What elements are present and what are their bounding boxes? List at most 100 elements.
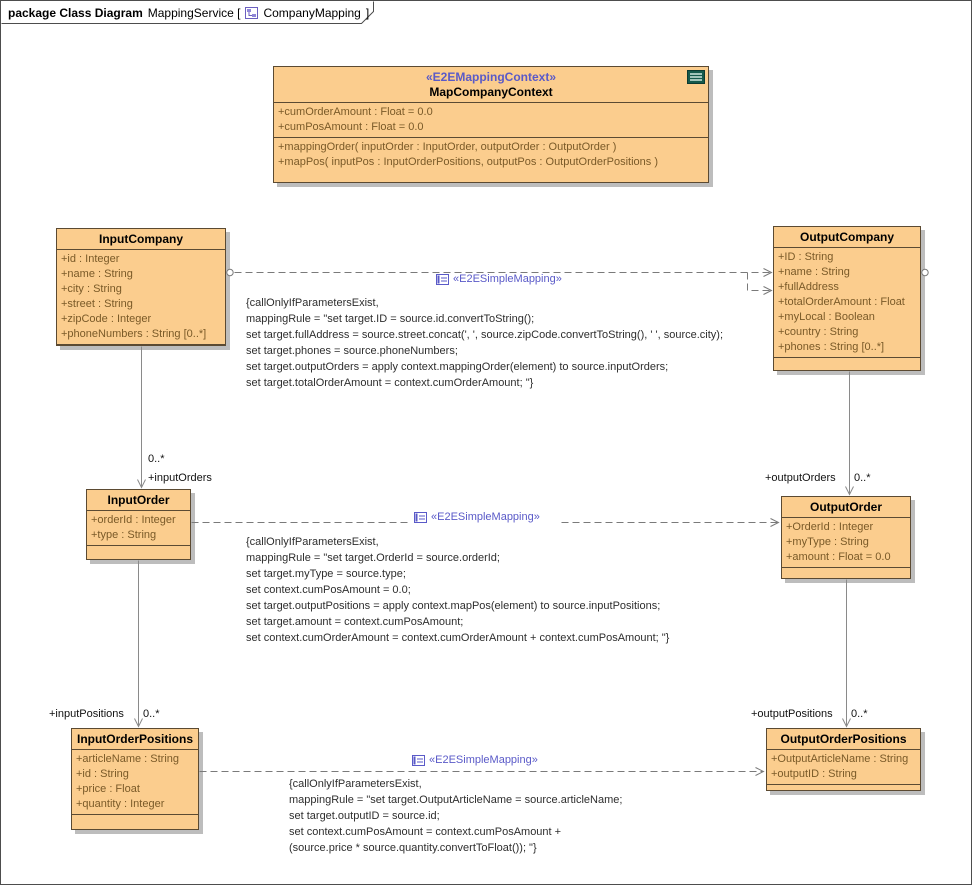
- attribute-row: +articleName : String: [76, 753, 180, 765]
- frame-keyword: package Class Diagram: [8, 5, 143, 20]
- attribute-row: +orderId : Integer: [91, 514, 176, 526]
- attributes-compartment: +articleName : String +id : String +pric…: [72, 749, 198, 814]
- composite-structure-icon[interactable]: [687, 70, 705, 84]
- dependency-label-positions-mapping[interactable]: «E2ESimpleMapping»: [412, 754, 538, 766]
- operation-row: +mapPos( inputPos : InputOrderPositions,…: [278, 156, 658, 168]
- multiplicity-label: 0..*: [851, 708, 868, 720]
- attribute-row: +fullAddress: [778, 281, 839, 293]
- attribute-row: +OutputArticleName : String: [771, 753, 909, 765]
- operations-compartment-empty: [72, 814, 198, 829]
- class-name: InputCompany: [99, 232, 183, 246]
- role-label: +outputPositions: [751, 708, 833, 720]
- role-label: +inputOrders: [148, 472, 212, 484]
- class-box-mapcompanycontext[interactable]: «E2EMappingContext» MapCompanyContext +c…: [273, 66, 709, 183]
- attributes-compartment: +ID : String +name : String +fullAddress…: [774, 247, 920, 357]
- arrowhead-right-icon: [763, 286, 773, 295]
- arrowhead-down-icon: [134, 718, 143, 728]
- stereotype-text: «E2ESimpleMapping»: [453, 273, 562, 285]
- role-label: +outputOrders: [765, 472, 836, 484]
- attribute-row: +phones : String [0..*]: [778, 341, 885, 353]
- dependency-label-order-mapping[interactable]: «E2ESimpleMapping»: [414, 511, 540, 523]
- class-box-inputorderpositions[interactable]: InputOrderPositions +articleName : Strin…: [71, 728, 199, 830]
- attribute-row: +amount : Float = 0.0: [786, 551, 891, 563]
- mapping-icon: [412, 754, 425, 766]
- attribute-row: +id : String: [76, 768, 129, 780]
- attribute-row: +price : Float: [76, 783, 140, 795]
- arrowhead-right-icon: [770, 518, 780, 527]
- operations-compartment-empty: [87, 545, 190, 559]
- role-label: +inputPositions: [49, 708, 124, 720]
- class-name: OutputOrderPositions: [780, 732, 907, 746]
- multiplicity-label: 0..*: [854, 472, 871, 484]
- attributes-compartment: +OrderId : Integer +myType : String +amo…: [782, 517, 910, 567]
- class-name: OutputOrder: [810, 500, 882, 514]
- operations-compartment-empty: [774, 357, 920, 370]
- constraint-line: {callOnlyIfParametersExist,: [246, 536, 379, 548]
- constraint-line: set target.fullAddress = source.street.c…: [246, 329, 724, 341]
- diagram-icon: [245, 6, 259, 19]
- stereotype-text: «E2ESimpleMapping»: [429, 754, 538, 766]
- stereotype-label: «E2EMappingContext»: [425, 70, 557, 84]
- attribute-row: +city : String: [61, 283, 122, 295]
- constraint-line: mappingRule = "set target.ID = source.id…: [246, 313, 535, 325]
- frame-close-bracket: ]: [365, 5, 370, 20]
- arrowhead-down-icon: [842, 718, 851, 728]
- attribute-row: +totalOrderAmount : Float: [778, 296, 905, 308]
- constraint-line: set context.cumPosAmount = 0.0;: [246, 584, 411, 596]
- attribute-row: +cumPosAmount : Float = 0.0: [278, 121, 424, 133]
- dependency-label-company-mapping[interactable]: «E2ESimpleMapping»: [436, 273, 562, 285]
- constraint-line: set context.cumPosAmount = context.cumPo…: [289, 826, 562, 838]
- constraint-line: set target.amount = context.cumPosAmount…: [246, 616, 464, 628]
- operation-row: +mappingOrder( inputOrder : InputOrder, …: [278, 141, 617, 153]
- class-box-outputorder[interactable]: OutputOrder +OrderId : Integer +myType :…: [781, 496, 911, 579]
- attribute-row: +ID : String: [778, 251, 834, 263]
- class-box-inputorder[interactable]: InputOrder +orderId : Integer +type : St…: [86, 489, 191, 560]
- constraint-line: set target.myType = source.type;: [246, 568, 406, 580]
- multiplicity-label: 0..*: [143, 708, 160, 720]
- constraint-line: {callOnlyIfParametersExist,: [246, 297, 379, 309]
- class-box-outputorderpositions[interactable]: OutputOrderPositions +OutputArticleName …: [766, 728, 921, 791]
- class-name: InputOrder: [107, 493, 170, 507]
- attribute-row: +outputID : String: [771, 768, 857, 780]
- constraint-line: set target.phones = source.phoneNumbers;: [246, 345, 458, 357]
- class-header: InputOrder: [87, 490, 190, 510]
- constraint-line: set context.cumOrderAmount = context.cum…: [246, 632, 670, 644]
- constraint-line: set target.outputPositions = apply conte…: [246, 600, 661, 612]
- attributes-compartment: +id : Integer +name : String +city : Str…: [57, 249, 225, 344]
- mapping-icon: [414, 511, 427, 523]
- frame-package-name: MappingService [: [147, 5, 241, 20]
- class-header: OutputCompany: [774, 227, 920, 247]
- arrowhead-right-icon: [763, 268, 773, 277]
- class-name: OutputCompany: [800, 230, 894, 244]
- attributes-compartment: +OutputArticleName : String +outputID : …: [767, 749, 920, 784]
- operations-compartment-empty: [57, 344, 225, 345]
- operations-compartment-empty: [782, 567, 910, 578]
- arrowhead-down-icon: [845, 486, 854, 496]
- arrowhead-down-icon: [137, 479, 146, 489]
- mapping-icon: [436, 273, 449, 285]
- mapping-constraint-company: {callOnlyIfParametersExist, mappingRule …: [246, 295, 723, 391]
- attribute-row: +type : String: [91, 529, 157, 541]
- attribute-row: +cumOrderAmount : Float = 0.0: [278, 106, 433, 118]
- mapping-constraint-order: {callOnlyIfParametersExist, mappingRule …: [246, 534, 669, 646]
- stereotype-text: «E2ESimpleMapping»: [431, 511, 540, 523]
- attribute-row: +quantity : Integer: [76, 798, 165, 810]
- constraint-line: set target.totalOrderAmount = context.cu…: [246, 377, 534, 389]
- class-header: OutputOrderPositions: [767, 729, 920, 749]
- attributes-compartment: +orderId : Integer +type : String: [87, 510, 190, 545]
- class-header: OutputOrder: [782, 497, 910, 517]
- class-box-outputcompany[interactable]: OutputCompany +ID : String +name : Strin…: [773, 226, 921, 371]
- attribute-row: +street : String: [61, 298, 133, 310]
- attribute-row: +id : Integer: [61, 253, 120, 265]
- constraint-line: {callOnlyIfParametersExist,: [289, 778, 422, 790]
- constraint-line: set target.outputID = source.id;: [289, 810, 440, 822]
- class-header: InputCompany: [57, 229, 225, 249]
- constraint-line: (source.price * source.quantity.convertT…: [289, 842, 537, 854]
- class-box-inputcompany[interactable]: InputCompany +id : Integer +name : Strin…: [56, 228, 226, 346]
- constraint-line: set target.outputOrders = apply context.…: [246, 361, 669, 373]
- class-header: InputOrderPositions: [72, 729, 198, 749]
- attribute-row: +OrderId : Integer: [786, 521, 874, 533]
- multiplicity-label: 0..*: [148, 453, 165, 465]
- dependency-inputcompany-outputcompany-branch[interactable]: [747, 272, 770, 291]
